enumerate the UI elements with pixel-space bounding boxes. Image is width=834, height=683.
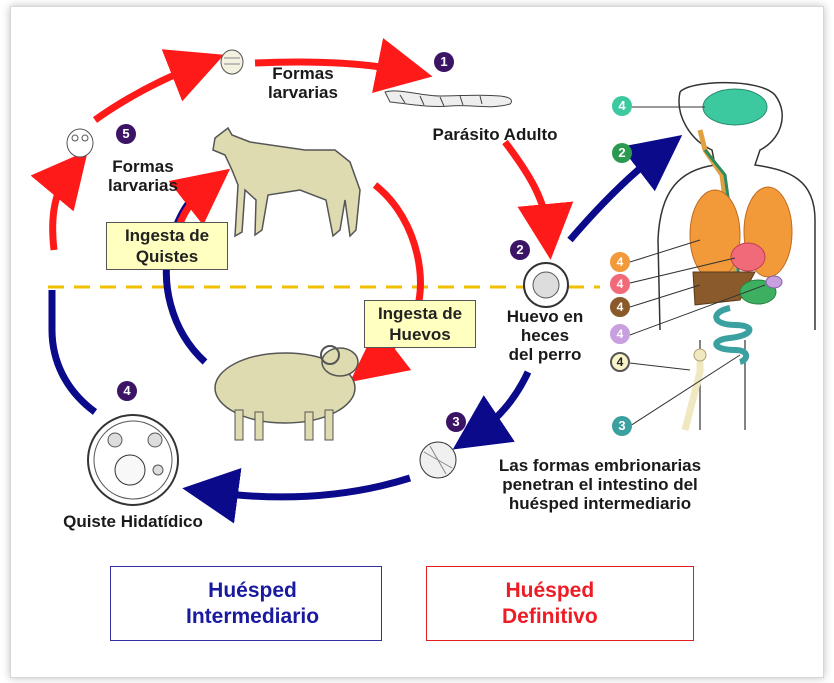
larva-icon bbox=[221, 50, 243, 74]
organ-badge-lung: 4 bbox=[610, 252, 630, 272]
sheep-illustration bbox=[215, 346, 358, 440]
step-badge-2: 2 bbox=[510, 240, 530, 260]
organ-badge-bone: 4 bbox=[610, 352, 630, 372]
organ-badge-liver: 4 bbox=[610, 297, 630, 317]
larva-icon-left bbox=[67, 129, 93, 157]
human-body-anatomy bbox=[658, 83, 815, 430]
organ-badge-arrow: 2 bbox=[612, 143, 632, 163]
organ-badge-spleen: 4 bbox=[610, 324, 630, 344]
dog-illustration bbox=[213, 128, 360, 236]
arrow-egg-to-embryo bbox=[476, 372, 528, 434]
label-adult-parasite: Parásito Adulto bbox=[415, 125, 575, 144]
arrow-left-blue-cycle bbox=[52, 290, 95, 412]
label-hydatid-cyst: Quiste Hidatídico bbox=[38, 512, 228, 531]
step-badge-5: 5 bbox=[116, 124, 136, 144]
step-badge-1: 1 bbox=[434, 52, 454, 72]
organ-badge-brain: 4 bbox=[612, 96, 632, 116]
step-badge-4: 4 bbox=[117, 381, 137, 401]
arrow-adult-to-egg bbox=[505, 142, 548, 232]
step-badge-3: 3 bbox=[446, 412, 466, 432]
hydatid-cyst-icon bbox=[88, 415, 178, 505]
adult-parasite-icon bbox=[385, 91, 512, 107]
organ-badge-heart: 4 bbox=[610, 274, 630, 294]
organ-badge-intestine: 3 bbox=[612, 416, 632, 436]
arrow-egg-to-human bbox=[570, 152, 660, 240]
arrow-embryo-to-cyst bbox=[210, 478, 410, 497]
egg-icon bbox=[524, 263, 568, 307]
embryo-icon bbox=[420, 442, 456, 478]
arrow-cyst-to-larva bbox=[53, 172, 70, 250]
arrow-larva-left-to-top bbox=[95, 65, 198, 120]
